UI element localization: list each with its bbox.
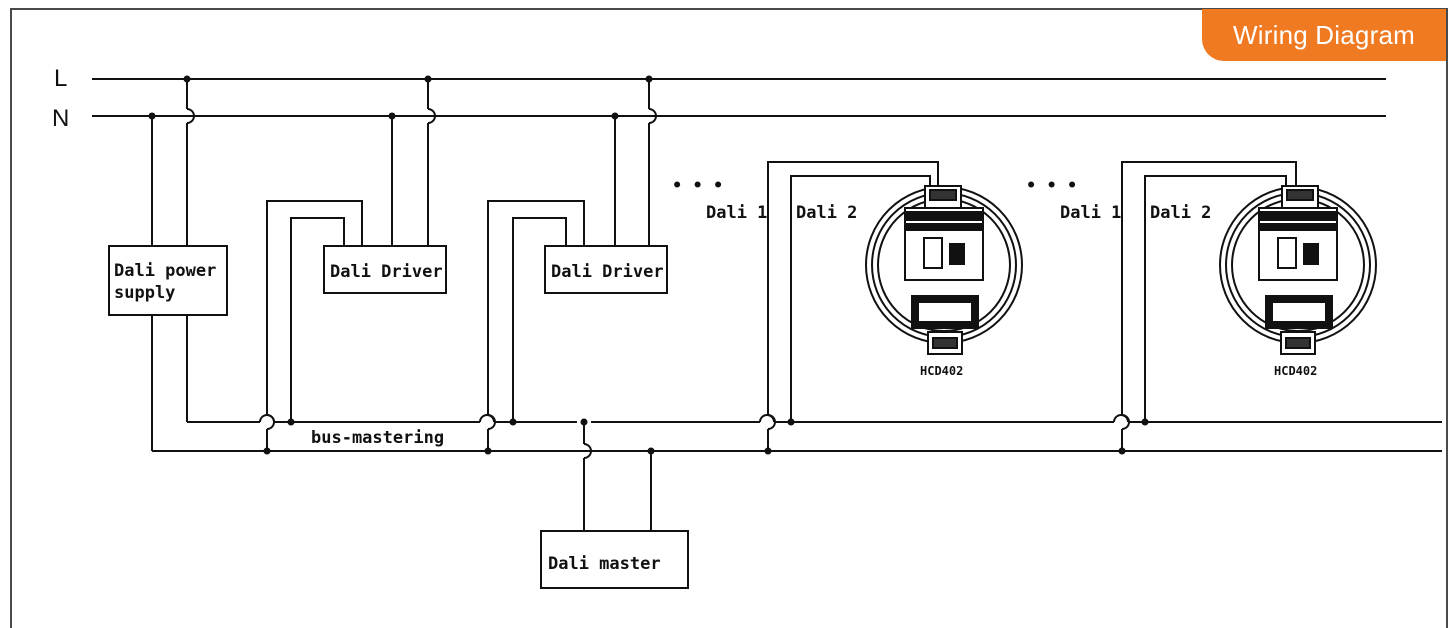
dali-master-box — [540, 530, 689, 589]
model-label-2: HCD402 — [1274, 364, 1317, 378]
dali2-label-2: Dali 2 — [1150, 203, 1211, 223]
model-label-1: HCD402 — [920, 364, 963, 378]
ellipsis-2: • • • — [1026, 176, 1077, 196]
power-supply-label-2: supply — [114, 283, 175, 303]
bus-mastering-label: bus-mastering — [311, 428, 444, 448]
master-label: Dali master — [548, 554, 661, 574]
dali1-label-1: Dali 1 — [706, 203, 767, 223]
driver-label-2: Dali Driver — [551, 262, 664, 282]
dali-driver-box-1 — [323, 245, 447, 294]
ellipsis-1: • • • — [672, 176, 723, 196]
dali-power-supply-box — [108, 245, 228, 316]
dali-driver-box-2 — [544, 245, 668, 294]
dali1-label-2: Dali 1 — [1060, 203, 1121, 223]
diagram-frame — [10, 8, 1448, 628]
junction-dots — [148, 75, 1149, 455]
l-label: L — [54, 65, 67, 92]
hcd402-sensor-1 — [865, 185, 1023, 355]
wiring-diagram: L N Dali power supply Dali Driver Dali D… — [52, 65, 1442, 589]
dali2-label-1: Dali 2 — [796, 203, 857, 223]
driver-label-1: Dali Driver — [330, 262, 443, 282]
wiring-diagram-badge: Wiring Diagram — [1202, 9, 1446, 61]
n-label: N — [52, 105, 69, 132]
hcd402-sensor-2 — [1219, 185, 1377, 355]
power-supply-label-1: Dali power — [114, 261, 216, 281]
